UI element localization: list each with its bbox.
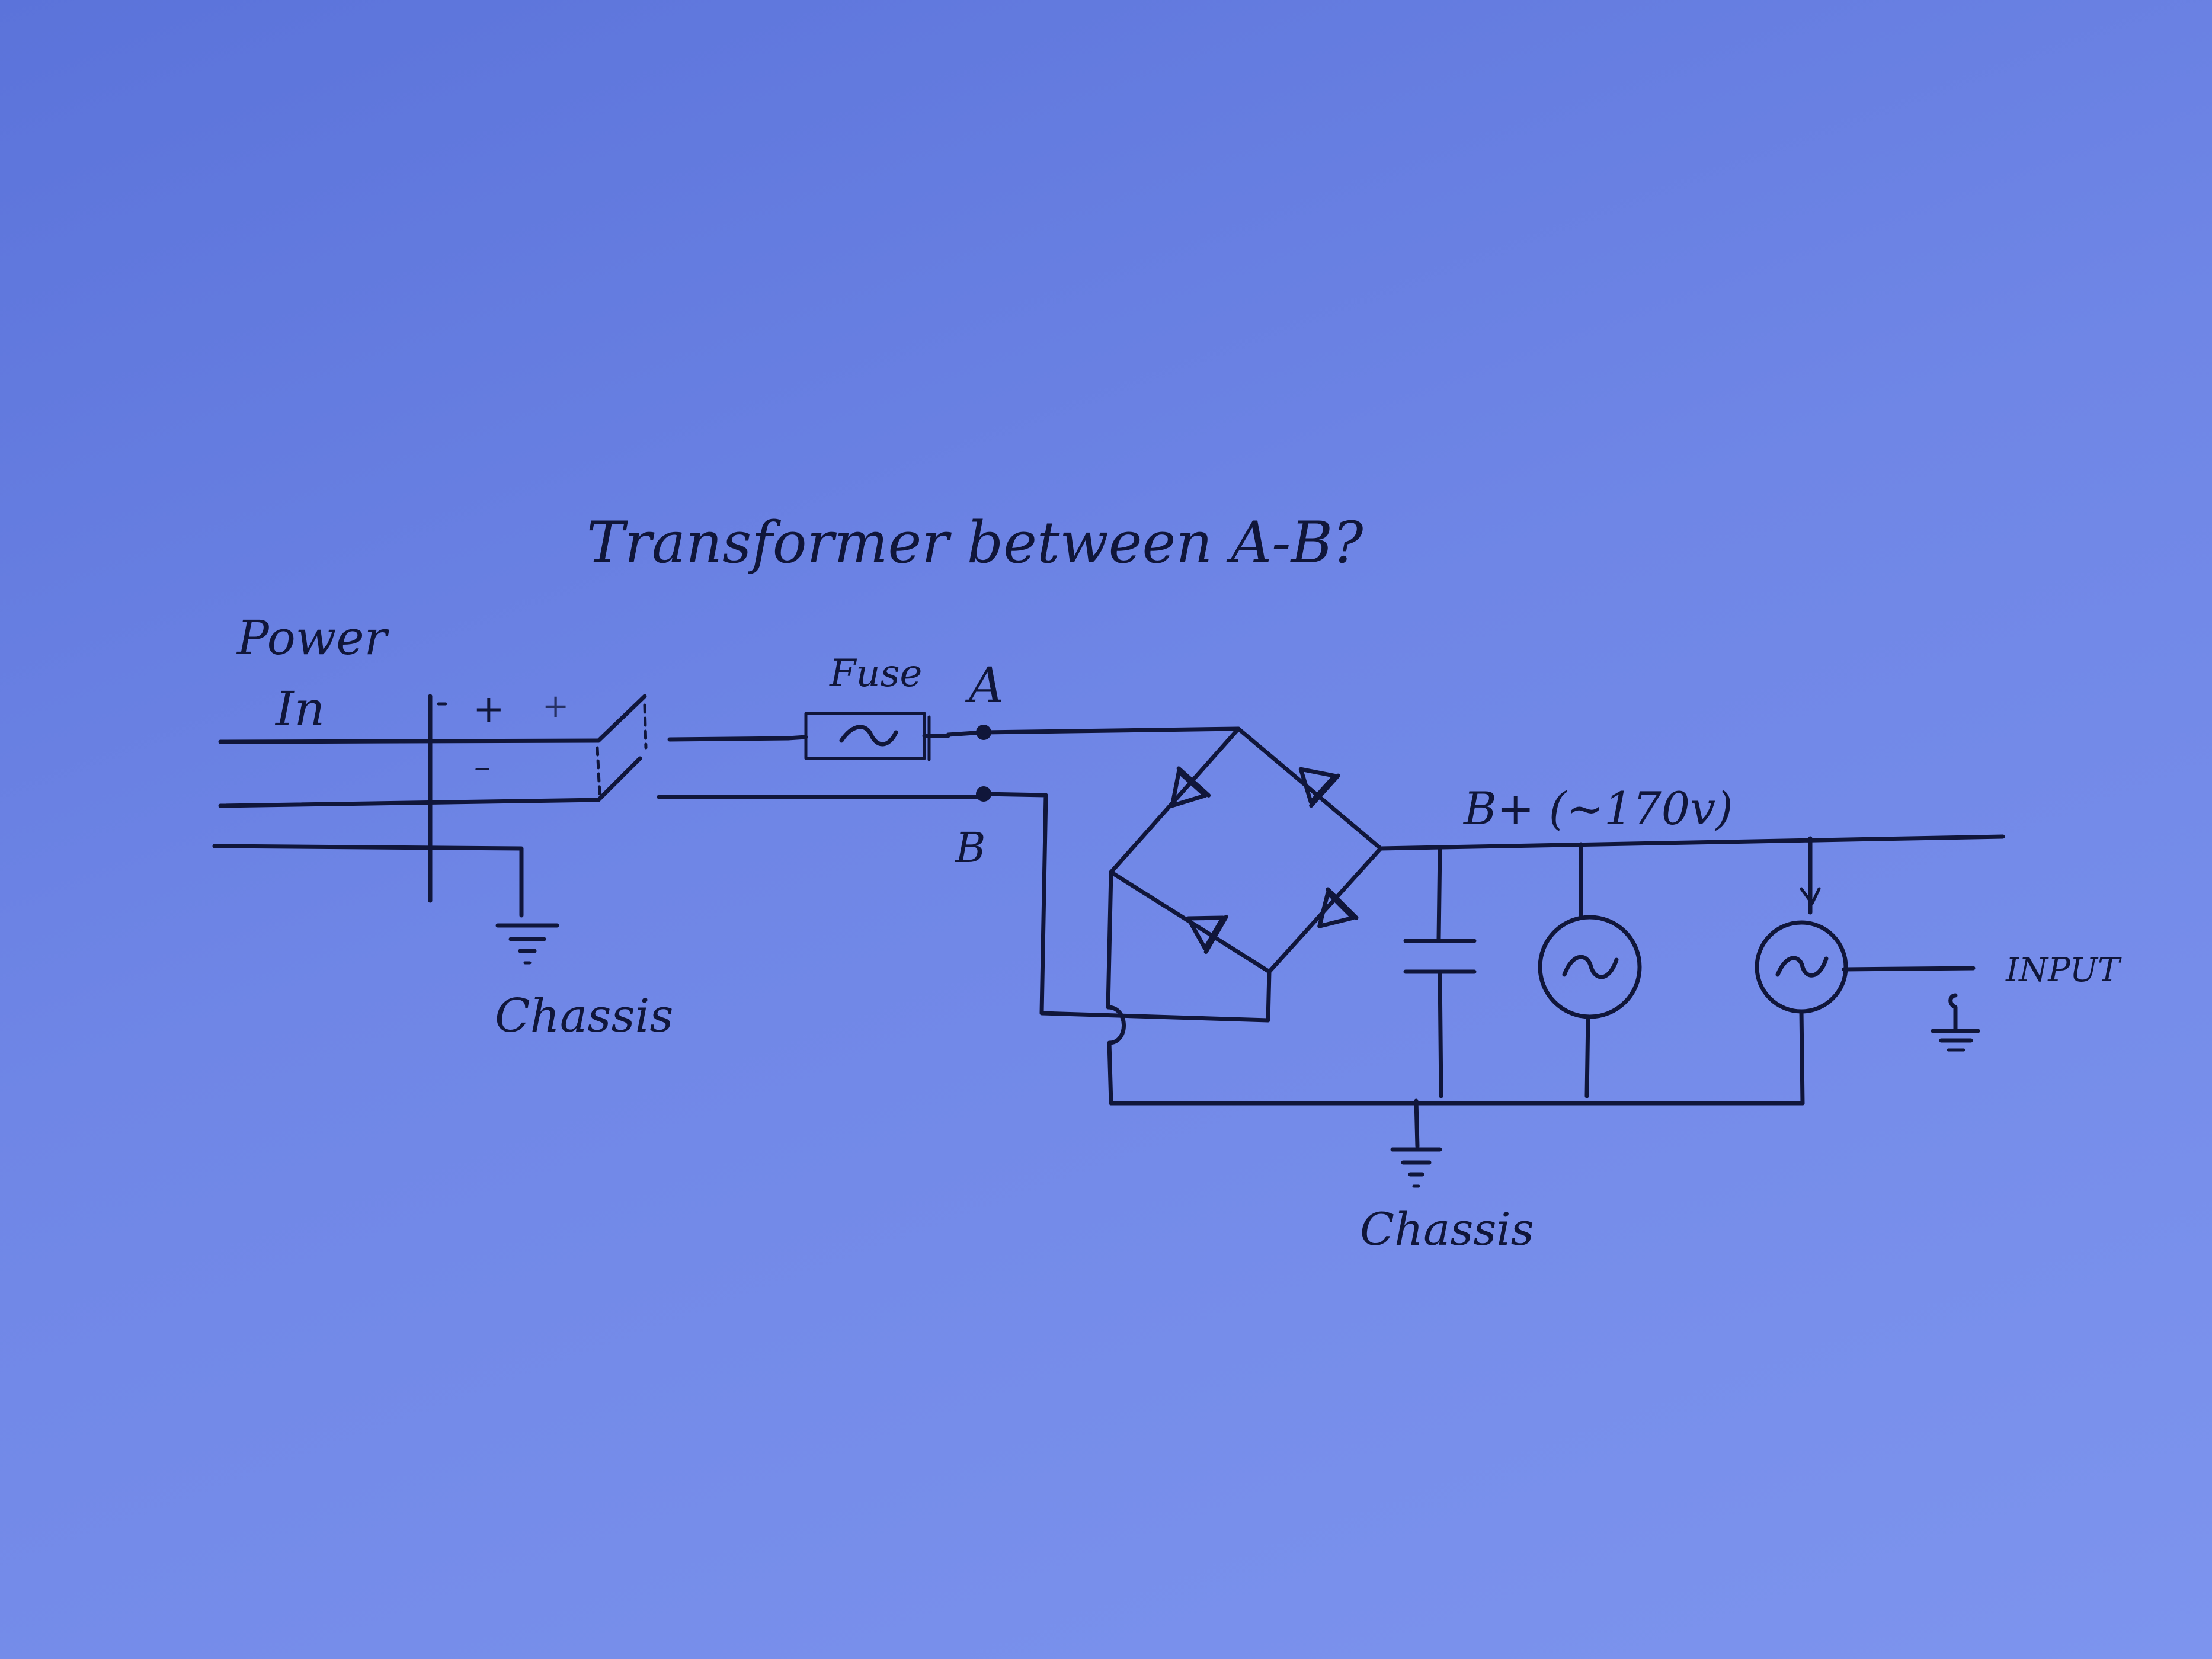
- fuse-icon: [786, 712, 950, 761]
- plus-sign: +: [542, 687, 569, 725]
- power-in-label-line1: Power: [237, 610, 387, 665]
- capacitor-icon: [1403, 845, 1477, 1098]
- page-title: Transformer between A-B?: [587, 510, 1363, 576]
- bridge-rectifier: [1106, 726, 1383, 1106]
- diode-icon: [1170, 766, 1211, 808]
- chassis-label-left: Chassis: [495, 989, 674, 1043]
- ac-source-icon: [1755, 836, 1976, 1106]
- node-a-label: A: [969, 658, 1004, 714]
- ground-drop: [1414, 1098, 1420, 1149]
- minus-sign: –: [474, 748, 491, 786]
- ground-icon: [1931, 993, 1980, 1052]
- ac-source-icon: [1538, 842, 1642, 1098]
- chassis-label-bottom: Chassis: [1360, 1203, 1534, 1256]
- input-label: INPUT: [2006, 951, 2120, 989]
- plus-sign: +: [473, 687, 505, 731]
- switch-icon: [596, 694, 986, 802]
- b-plus-label: B+ (~170v): [1464, 782, 1733, 835]
- b-plus-rail: [1378, 834, 2005, 851]
- ground-icon: [1390, 1147, 1442, 1188]
- diode-icon: [1317, 887, 1359, 928]
- ground-icon: [495, 923, 559, 965]
- diode-icon: [1186, 915, 1228, 954]
- node-b-label: B: [955, 824, 986, 872]
- power-in-wires: [212, 694, 601, 918]
- line-b: [981, 792, 1272, 1023]
- line-a: [981, 726, 1241, 735]
- diode-icon: [1298, 767, 1340, 808]
- power-in-label-line2: In: [276, 681, 325, 736]
- fuse-label: Fuse: [830, 652, 923, 696]
